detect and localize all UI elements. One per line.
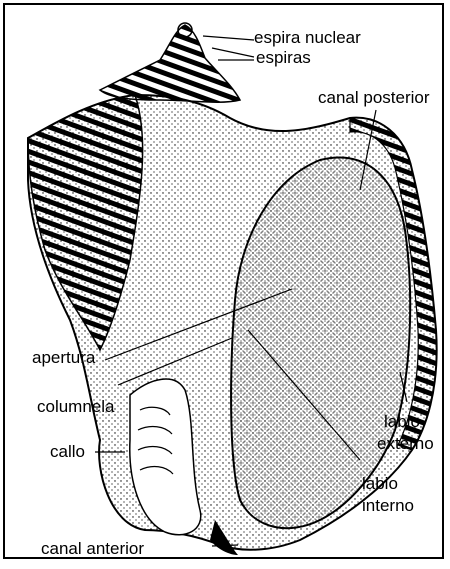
figure-border	[3, 3, 444, 559]
